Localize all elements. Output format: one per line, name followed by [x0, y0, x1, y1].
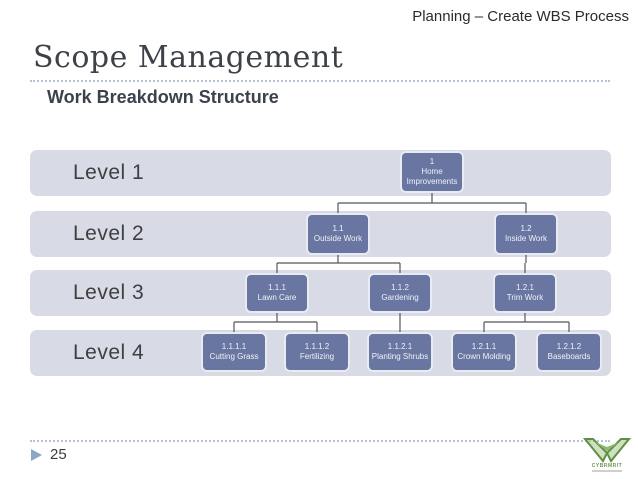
level-label-2: Level 2 — [73, 222, 145, 245]
wbs-node-label: Trim Work — [506, 293, 544, 302]
wbs-node-id: 1.2 — [520, 224, 532, 233]
company-logo: CYBRMRIT — [579, 437, 635, 472]
wbs-node-label: Gardening — [381, 293, 419, 302]
logo-text: CYBRMRIT — [591, 463, 623, 469]
wbs-node-label: Crown Molding — [457, 352, 511, 361]
page-bullet-icon — [31, 449, 42, 461]
wbs-node-label: Lawn Care — [257, 293, 297, 302]
title-divider — [30, 80, 610, 82]
level-label-3: Level 3 — [73, 281, 145, 304]
wbs-node-id: 1.1.1 — [268, 283, 286, 292]
footer-divider — [30, 440, 610, 442]
slide-subtitle: Work Breakdown Structure — [47, 87, 279, 107]
wbs-node-label: Home Improvements — [406, 167, 458, 186]
wbs-node-label: Outside Work — [313, 234, 363, 243]
level-label-1: Level 1 — [73, 161, 145, 184]
page-title: Scope Management — [33, 40, 344, 75]
wbs-node-id: 1.1 — [332, 224, 344, 233]
wbs-node-label: Planting Shrubs — [371, 352, 429, 361]
logo-mark-icon — [583, 438, 631, 463]
level-band-1: Level 1 — [30, 150, 611, 196]
wbs-node-label: Fertilizing — [299, 352, 335, 361]
level-label-4: Level 4 — [73, 341, 145, 364]
wbs-node-id: 1.2.1.1 — [471, 342, 497, 351]
wbs-node-id: 1.1.2.1 — [387, 342, 413, 351]
wbs-node-id: 1.2.1.2 — [556, 342, 582, 351]
wbs-node-id: 1.1.1.1 — [221, 342, 247, 351]
page-number: 25 — [50, 446, 67, 463]
wbs-node-label: Baseboards — [547, 352, 591, 361]
wbs-node-id: 1.1.1.2 — [304, 342, 330, 351]
wbs-node-id: 1.2.1 — [516, 283, 534, 292]
wbs-node-label: Inside Work — [504, 234, 548, 243]
wbs-node-id: 1 — [429, 157, 435, 166]
wbs-node-id: 1.1.2 — [391, 283, 409, 292]
logo-tagline — [592, 470, 622, 472]
wbs-node-label: Cutting Grass — [209, 352, 259, 361]
header-tag: Planning – Create WBS Process — [412, 8, 629, 25]
